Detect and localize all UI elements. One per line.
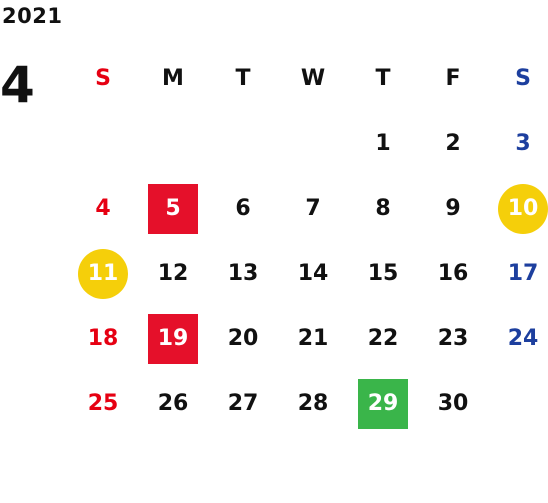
day-cell: 24 bbox=[488, 306, 548, 371]
day-number: 21 bbox=[297, 326, 329, 351]
day-cell: 16 bbox=[418, 241, 488, 306]
day-number: 26 bbox=[157, 391, 189, 416]
day-cell: 29 bbox=[348, 371, 418, 436]
highlighted-day-green-box: 29 bbox=[358, 378, 408, 429]
day-cell: 22 bbox=[348, 306, 418, 371]
day-cell bbox=[138, 111, 208, 176]
day-cell: 10 bbox=[488, 176, 548, 241]
day-cell bbox=[208, 111, 278, 176]
day-cell bbox=[68, 111, 138, 176]
day-cell: 1 bbox=[348, 111, 418, 176]
weekday-header-thursday: T bbox=[375, 66, 391, 91]
day-number: 28 bbox=[297, 391, 329, 416]
day-number: 24 bbox=[507, 326, 539, 351]
highlighted-day-red-box: 5 bbox=[148, 183, 198, 234]
day-cell: 7 bbox=[278, 176, 348, 241]
day-cell bbox=[488, 371, 548, 436]
day-cell: 6 bbox=[208, 176, 278, 241]
day-number: 27 bbox=[227, 391, 259, 416]
day-number: 14 bbox=[297, 261, 329, 286]
highlighted-day-yellow-circle: 11 bbox=[78, 248, 128, 299]
day-cell: 3 bbox=[488, 111, 548, 176]
day-cell: 27 bbox=[208, 371, 278, 436]
day-cell: 28 bbox=[278, 371, 348, 436]
day-number: 7 bbox=[305, 196, 321, 221]
day-number: 1 bbox=[375, 131, 391, 156]
year-label: 2021 bbox=[2, 4, 63, 28]
highlighted-day-red-box: 19 bbox=[148, 313, 198, 364]
day-cell: 13 bbox=[208, 241, 278, 306]
day-number: 6 bbox=[235, 196, 251, 221]
day-cell: 19 bbox=[138, 306, 208, 371]
day-cell: 18 bbox=[68, 306, 138, 371]
weekday-header-friday: F bbox=[445, 66, 461, 91]
day-cell: 11 bbox=[68, 241, 138, 306]
day-number: 8 bbox=[375, 196, 391, 221]
day-number: 2 bbox=[445, 131, 461, 156]
weekday-header-monday: M bbox=[162, 66, 184, 91]
day-cell: 5 bbox=[138, 176, 208, 241]
day-number: 18 bbox=[87, 326, 119, 351]
highlighted-day-yellow-circle: 10 bbox=[498, 183, 548, 234]
day-cell: 17 bbox=[488, 241, 548, 306]
day-cell: 12 bbox=[138, 241, 208, 306]
day-cell: 30 bbox=[418, 371, 488, 436]
day-cell: 9 bbox=[418, 176, 488, 241]
month-number: 4 bbox=[0, 56, 35, 114]
day-number: 22 bbox=[367, 326, 399, 351]
day-number: 9 bbox=[445, 196, 461, 221]
weekday-header-saturday: S bbox=[515, 66, 531, 91]
day-number: 4 bbox=[95, 196, 111, 221]
day-cell: 15 bbox=[348, 241, 418, 306]
day-number: 23 bbox=[437, 326, 469, 351]
day-cell: 26 bbox=[138, 371, 208, 436]
day-cell: 20 bbox=[208, 306, 278, 371]
day-number: 13 bbox=[227, 261, 259, 286]
day-number: 25 bbox=[87, 391, 119, 416]
day-cell: 23 bbox=[418, 306, 488, 371]
day-cell: 21 bbox=[278, 306, 348, 371]
weekday-header-tuesday: T bbox=[235, 66, 251, 91]
day-number: 20 bbox=[227, 326, 259, 351]
weekday-header-wednesday: W bbox=[300, 66, 326, 91]
day-number: 16 bbox=[437, 261, 469, 286]
day-cell bbox=[278, 111, 348, 176]
day-number: 3 bbox=[515, 131, 531, 156]
day-cell: 8 bbox=[348, 176, 418, 241]
day-cell: 4 bbox=[68, 176, 138, 241]
day-cell: 25 bbox=[68, 371, 138, 436]
day-cell: 2 bbox=[418, 111, 488, 176]
day-number: 30 bbox=[437, 391, 469, 416]
day-number: 17 bbox=[507, 261, 539, 286]
day-number: 15 bbox=[367, 261, 399, 286]
weekday-header-sunday: S bbox=[95, 66, 111, 91]
day-cell: 14 bbox=[278, 241, 348, 306]
day-number: 12 bbox=[157, 261, 189, 286]
